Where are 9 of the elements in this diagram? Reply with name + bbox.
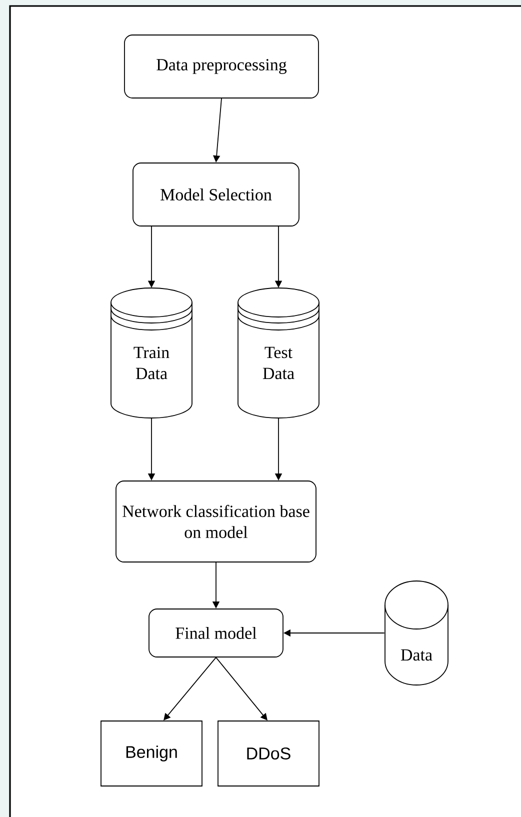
process-box: Network classification base on model: [116, 480, 316, 562]
process-box: Final model: [148, 608, 284, 658]
process-box: Model Selection: [132, 162, 300, 226]
database-cylinder: Test Data: [238, 288, 320, 418]
result-box: DDoS: [218, 720, 320, 786]
process-box: Data preprocessing: [124, 34, 319, 98]
result-box: Benign: [100, 720, 202, 786]
database-cylinder: Train Data: [110, 288, 192, 418]
database-cylinder: Data: [384, 580, 448, 686]
